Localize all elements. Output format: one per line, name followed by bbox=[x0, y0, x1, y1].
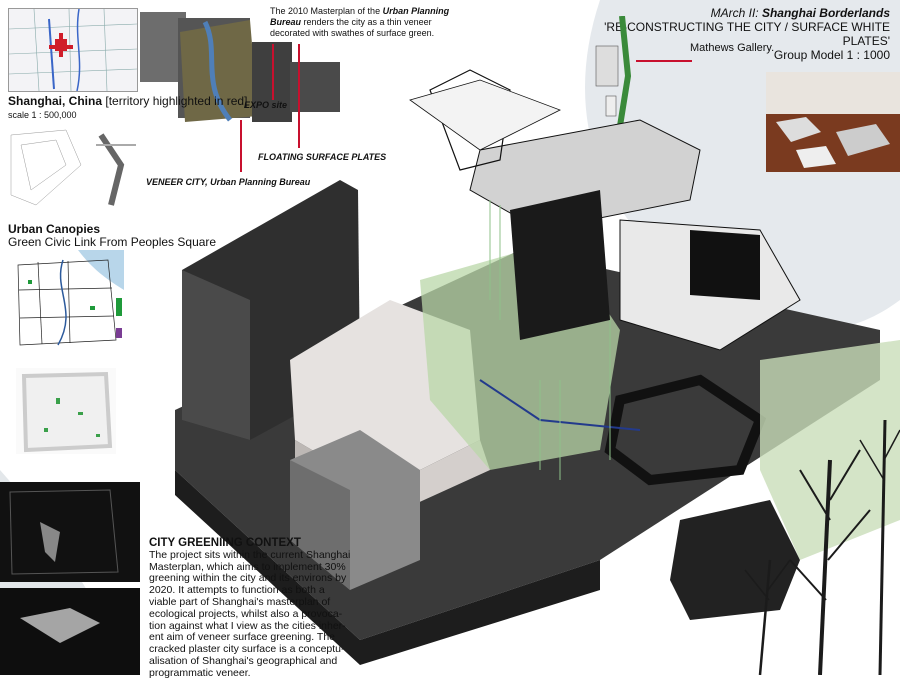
callout-veneer: VENEER CITY, Urban Planning Bureau bbox=[146, 177, 311, 187]
context-line: ecological projects, whilst also a provo… bbox=[149, 607, 343, 620]
context-line: tion against what I view as the cities i… bbox=[149, 619, 346, 632]
project-header: MArch II: Shanghai Borderlands 'RE-CONST… bbox=[560, 6, 890, 62]
green-patches-map bbox=[16, 368, 116, 454]
model-thumbnail bbox=[592, 15, 638, 128]
callout-floating: FLOATING SURFACE PLATES bbox=[258, 152, 387, 162]
location-title: Shanghai, China [territory highlighted i… bbox=[8, 94, 248, 108]
gallery-pointer-line bbox=[636, 60, 692, 62]
callout-line-floating bbox=[298, 44, 300, 148]
green-link-map bbox=[8, 250, 124, 350]
callout-line-veneer bbox=[240, 120, 242, 172]
gallery-label: Mathews Gallery. bbox=[690, 42, 775, 54]
dark-diagram-top bbox=[0, 482, 140, 582]
location-scale: scale 1 : 500,000 bbox=[8, 110, 77, 120]
figure-ground-map bbox=[6, 125, 146, 215]
shanghai-territory-map bbox=[8, 8, 138, 92]
context-block: CITY GREENIING CONTEXT The project sits … bbox=[149, 537, 379, 680]
context-title: CITY GREENIING CONTEXT bbox=[149, 537, 301, 549]
callout-expo: EXPO site bbox=[244, 100, 288, 110]
gallery-photo bbox=[766, 72, 900, 172]
context-line: ent aim of veneer surface greening. The bbox=[149, 631, 336, 644]
masterplan-caption: The 2010 Masterplan of the Urban Plannin… bbox=[270, 6, 450, 38]
context-line: alisation of Shanghai's geographical and bbox=[149, 654, 338, 667]
context-line: cracked plaster city surface is a concep… bbox=[149, 643, 345, 656]
model-scale: Group Model 1 : 1000 bbox=[773, 48, 890, 62]
main-model-axonometric bbox=[175, 69, 900, 675]
callout-line-expo bbox=[272, 44, 274, 100]
canopies-title: Urban Canopies bbox=[8, 222, 101, 236]
dark-diagram-bottom bbox=[0, 588, 140, 675]
context-line: programmatic veneer. bbox=[149, 666, 251, 679]
context-line: Masterplan, which aims to implement 30% bbox=[149, 560, 346, 573]
project-subtitle: 'RE-CONSTRUCTING THE CITY / SURFACE WHIT… bbox=[604, 20, 890, 48]
context-line: greening within the city and its environ… bbox=[149, 572, 347, 585]
context-line: viable part of Shanghai's masterplan of bbox=[149, 595, 331, 608]
canopies-subtitle: Green Civic Link From Peoples Square bbox=[8, 235, 217, 249]
context-line: The project sits within the current Shan… bbox=[149, 548, 351, 561]
context-line: 2020. It attempts to function as both a bbox=[149, 584, 325, 597]
